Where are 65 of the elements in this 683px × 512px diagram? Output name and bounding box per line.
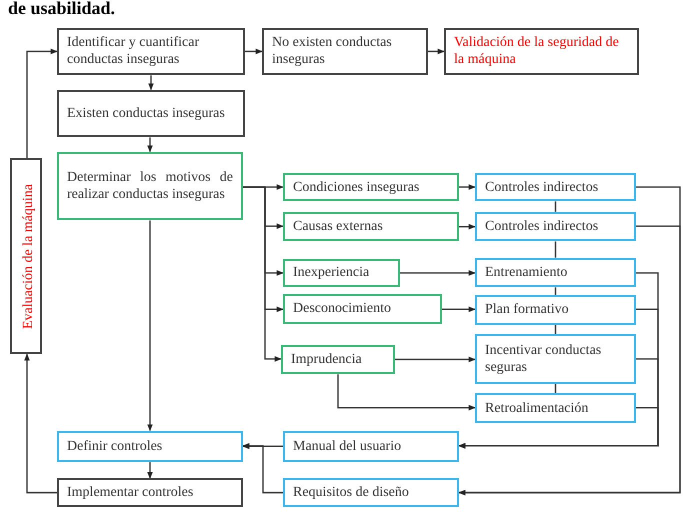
box-text: Imprudencia — [291, 350, 362, 368]
box-text: Manual del usuario — [293, 438, 402, 455]
box-text: Causas externas — [293, 218, 383, 236]
box-text: Identificar y cuantificar conductas inseguras — [67, 34, 200, 68]
box-text: Entrenamiento — [485, 264, 568, 281]
box-text: Implementar controles — [67, 484, 194, 502]
arrow — [243, 186, 282, 362]
process-box — [262, 28, 428, 76]
arrow — [400, 270, 476, 276]
process-box — [57, 430, 243, 462]
process-box — [57, 152, 243, 220]
heading-text: de usabilidad. — [8, 0, 116, 19]
arrow — [147, 462, 153, 479]
box-text: Definir controles — [67, 438, 162, 455]
connector-line — [554, 201, 556, 212]
process-box — [281, 344, 395, 374]
process-box — [283, 294, 442, 324]
connector-line — [554, 241, 556, 258]
process-box — [57, 90, 245, 138]
box-text: Controles indirectos — [485, 178, 598, 196]
process-box — [57, 28, 245, 76]
arrow — [428, 48, 445, 54]
process-box — [444, 28, 639, 76]
process-box — [283, 258, 400, 288]
box-text: Incentivar conductas seguras — [485, 342, 602, 376]
box-text: Existen conductas inseguras — [67, 105, 225, 122]
process-box — [475, 258, 636, 288]
arrow — [337, 374, 476, 410]
process-box — [475, 393, 636, 423]
vertical-process-box — [10, 158, 42, 354]
box-text: No existen conductas inseguras — [272, 34, 393, 68]
process-box — [475, 212, 636, 242]
box-text: Desconocimiento — [293, 300, 391, 318]
arrow — [459, 224, 476, 230]
arrow — [245, 48, 263, 54]
box-text: Validación de la seguridad de la máquina — [454, 34, 620, 68]
process-box — [475, 334, 636, 384]
arrow — [147, 220, 153, 432]
box-text: Plan formativo — [485, 301, 569, 318]
process-box — [57, 478, 243, 507]
arrow — [24, 353, 57, 494]
connector-line — [554, 384, 556, 394]
box-text: Requisitos de diseño — [293, 484, 409, 502]
arrow — [242, 443, 283, 494]
box-text: Retroalimentación — [485, 400, 588, 417]
arrow — [458, 406, 659, 449]
process-box — [283, 212, 459, 242]
box-text: Determinar los motivos de realizar conductas inseguras — [67, 169, 233, 204]
arrow — [442, 306, 476, 312]
arrow — [459, 184, 476, 190]
process-box — [283, 430, 459, 462]
process-box — [475, 172, 636, 202]
box-text: Evaluación de la máquina — [20, 184, 37, 329]
arrow — [148, 75, 154, 90]
box-text: Controles indirectos — [485, 218, 598, 236]
arrow — [26, 48, 58, 158]
box-text: Condiciones inseguras — [293, 178, 420, 196]
arrow — [242, 444, 283, 450]
connector-line — [554, 324, 556, 334]
arrow — [147, 137, 153, 152]
arrow — [395, 356, 476, 362]
box-text: Inexperiencia — [293, 264, 370, 282]
process-box — [283, 478, 459, 507]
process-box — [283, 172, 459, 202]
process-box — [475, 294, 636, 325]
